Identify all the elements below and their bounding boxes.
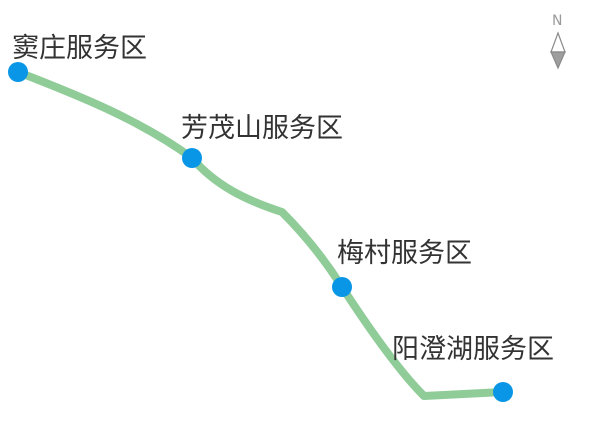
station-label: 梅村服务区 [337,238,472,269]
expressway-route-line [14,68,507,400]
station-1[interactable]: 芳茂山服务区 [181,113,343,168]
station-3[interactable]: 阳澄湖服务区 [392,334,554,402]
station-0[interactable]: 窦庄服务区 [8,33,147,82]
station-marker[interactable] [493,382,513,402]
north-arrow-icon [550,31,566,70]
station-marker[interactable] [8,62,28,82]
station-marker[interactable] [182,148,202,168]
north-letter: N [552,13,562,29]
station-label: 芳茂山服务区 [181,113,343,144]
north-compass: N [550,13,566,70]
station-2[interactable]: 梅村服务区 [332,238,472,297]
station-label: 阳澄湖服务区 [392,334,554,365]
station-marker[interactable] [332,277,352,297]
station-label: 窦庄服务区 [12,33,147,64]
